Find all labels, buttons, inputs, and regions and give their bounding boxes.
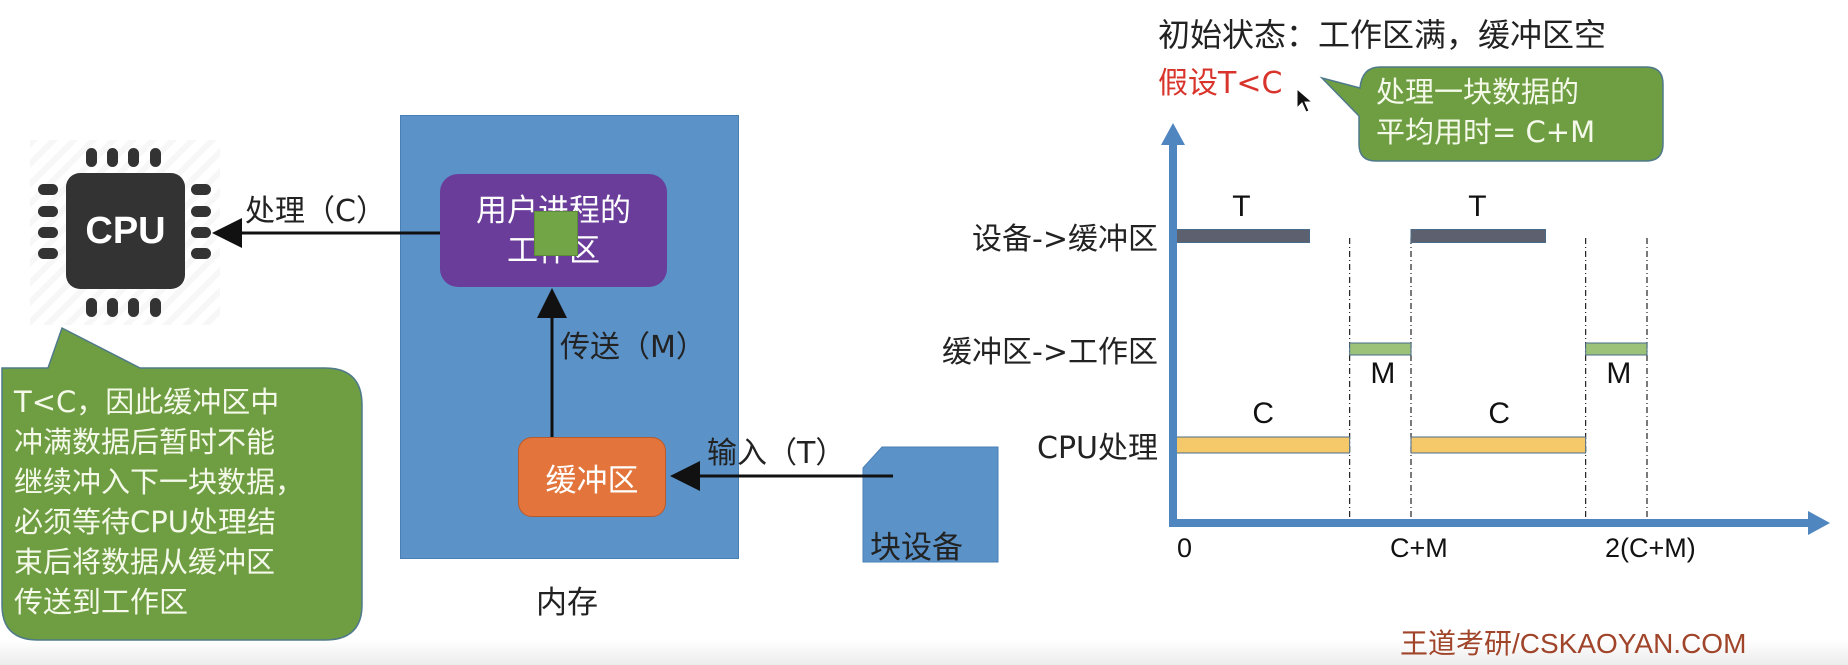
cpu-pin: [38, 206, 58, 217]
cpu-pin: [128, 148, 139, 167]
initial-state-text: 初始状态：工作区满，缓冲区空: [1158, 16, 1607, 54]
mouse-cursor-icon: [1296, 88, 1314, 113]
x-tick-label: 2(C+M): [1605, 533, 1696, 563]
left-callout-line: 传送到工作区: [14, 585, 189, 619]
cpu-pin: [107, 298, 118, 317]
x-axis-arrowhead: [1808, 511, 1830, 535]
data-block-icon: [534, 211, 578, 256]
row-label: CPU处理: [1037, 431, 1158, 466]
left-callout-shape: [1, 326, 363, 641]
left-callout-text: T<C，因此缓冲区中冲满数据后暂时不能继续冲入下一块数据， 必须等待CPU处理结束…: [14, 382, 304, 622]
row-label: 设备->缓冲区: [972, 222, 1158, 257]
cpu-pin: [86, 148, 97, 167]
bottom-gradient: [0, 640, 1848, 665]
x-tick-label: 0: [1177, 533, 1193, 563]
process-arrow-label: 处理（C）: [245, 194, 386, 229]
left-callout-line: T<C，因此缓冲区中: [14, 385, 280, 419]
cpu-pin: [38, 227, 58, 238]
block-device-label: 块设备: [870, 530, 963, 566]
bar-m: [1349, 342, 1412, 356]
block-device-icon: [862, 446, 999, 563]
cpu-pin: [191, 206, 211, 217]
cpu-pin: [191, 184, 211, 195]
input-arrow-label: 输入（T）: [707, 436, 846, 471]
x-tick-label: C+M: [1390, 533, 1448, 563]
cpu-pin: [191, 227, 211, 238]
cpu-pin: [128, 298, 139, 317]
cpu-pin: [38, 248, 58, 259]
cpu-pin: [191, 248, 211, 259]
cpu-pin: [107, 148, 118, 167]
top-callout-shape: [1319, 66, 1664, 162]
bar-t: [1174, 229, 1311, 243]
bar-label: M: [1370, 357, 1396, 390]
left-callout-line: 继续冲入下一块数据，: [14, 465, 305, 499]
y-axis-arrowhead: [1161, 123, 1185, 145]
bar-label: C: [1252, 397, 1274, 430]
bar-t: [1410, 229, 1547, 243]
top-callout-line: 处理一块数据的: [1376, 75, 1580, 109]
bar-c: [1410, 436, 1587, 454]
bar-label: C: [1488, 397, 1510, 430]
cpu-pin: [150, 298, 161, 317]
bar-label: T: [1468, 189, 1487, 223]
cpu-chip-icon: CPU: [66, 173, 185, 289]
transfer-arrow-label: 传送（M）: [560, 330, 706, 365]
memory-label: 内存: [536, 585, 598, 621]
row-label: 缓冲区->工作区: [942, 335, 1158, 370]
buffer-label: 缓冲区: [545, 462, 639, 499]
left-callout-line: 必须等待CPU处理结: [14, 505, 276, 539]
buffer-block: 缓冲区: [518, 437, 666, 517]
top-callout-line: 平均用时= C+M: [1376, 115, 1596, 149]
cpu-pin: [86, 298, 97, 317]
cpu-pin: [150, 148, 161, 167]
bar-m: [1585, 342, 1648, 356]
diagram-arrows: [212, 218, 893, 491]
assumption-text: 假设T<C: [1158, 66, 1283, 101]
cpu-pin: [38, 184, 58, 195]
top-callout-text: 处理一块数据的平均用时= C+M: [1376, 72, 1595, 152]
bar-label: T: [1232, 189, 1251, 223]
bar-c: [1174, 436, 1351, 454]
left-callout-line: 束后将数据从缓冲区: [14, 545, 276, 579]
left-callout-line: 冲满数据后暂时不能: [14, 425, 276, 459]
cpu-label: CPU: [85, 209, 166, 252]
bar-label: M: [1606, 357, 1632, 390]
watermark: 王道考研/CSKAOYAN.COM: [1400, 628, 1747, 659]
